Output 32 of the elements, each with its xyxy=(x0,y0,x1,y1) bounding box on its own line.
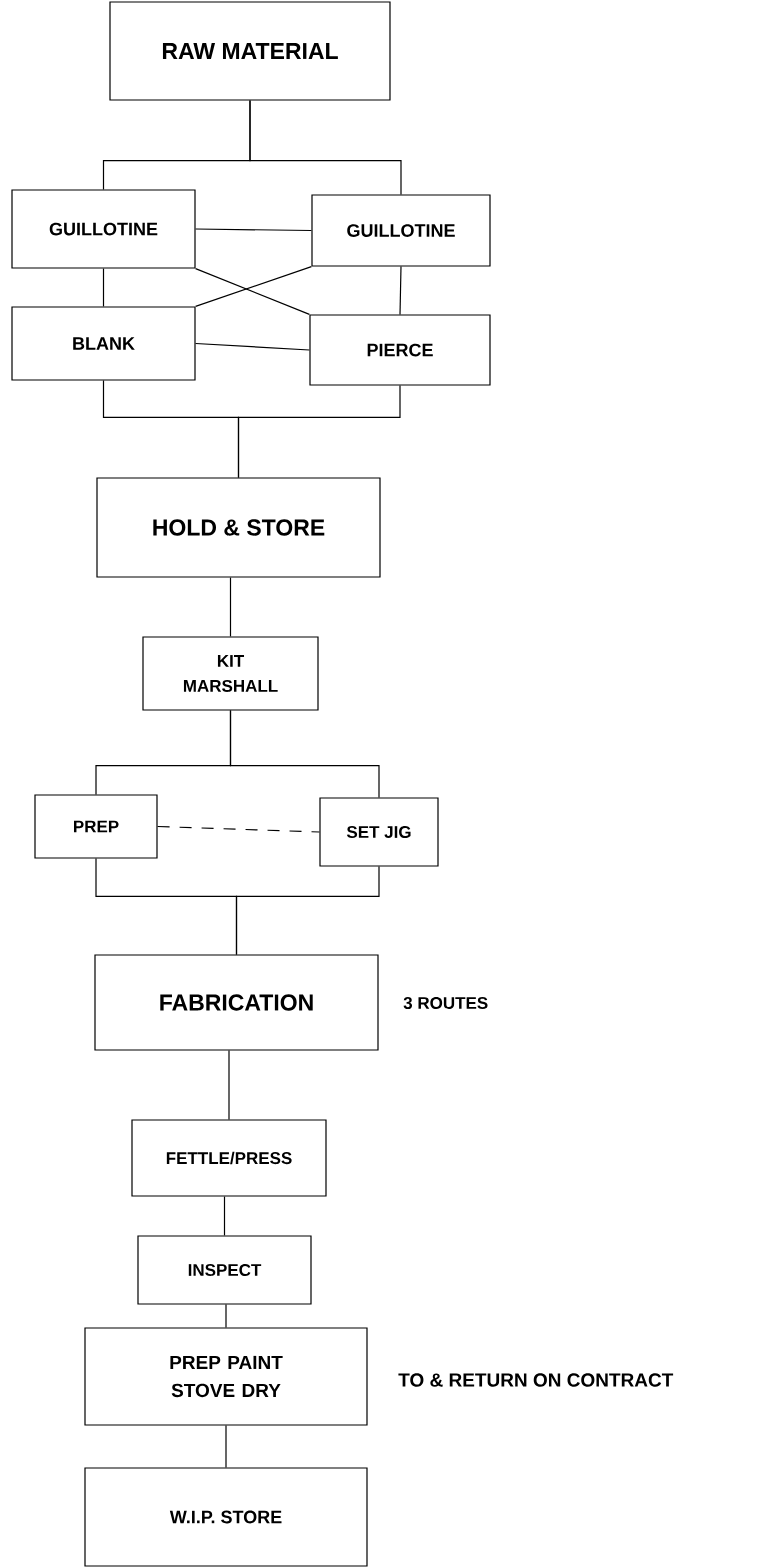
process-box: FABRICATION xyxy=(94,954,379,1051)
connector-line xyxy=(249,100,402,195)
process-box: PREP PAINT STOVE DRY xyxy=(84,1327,368,1426)
connector-line xyxy=(229,577,232,637)
process-box: PREP xyxy=(34,794,158,859)
connector-line xyxy=(225,1304,227,1328)
connector-line xyxy=(102,268,105,307)
connector-line xyxy=(228,1050,230,1120)
process-box: KIT MARSHALL xyxy=(142,636,319,711)
process-box: RAW MATERIAL xyxy=(109,1,391,101)
process-box: BLANK xyxy=(11,306,196,381)
side-note: 3 ROUTES xyxy=(403,997,488,1010)
process-box: FETTLE/PRESS xyxy=(131,1119,327,1197)
connector-line xyxy=(225,1425,227,1468)
process-box: PIERCE xyxy=(309,314,491,386)
process-box: INSPECT xyxy=(137,1235,312,1305)
connector-line xyxy=(195,228,312,232)
connector-line xyxy=(235,866,380,955)
process-box: GUILLOTINE xyxy=(11,189,196,269)
process-box: GUILLOTINE xyxy=(311,194,491,267)
connector-line xyxy=(195,342,310,351)
connector-line xyxy=(229,710,380,798)
connector-line xyxy=(195,268,310,315)
process-box: SET JIG xyxy=(319,797,439,867)
connector-line xyxy=(157,825,320,833)
connector-line xyxy=(195,266,312,307)
side-note: TO & RETURN ON CONTRACT xyxy=(398,1373,674,1387)
process-box: W.I.P. STORE xyxy=(84,1467,368,1567)
connector-line xyxy=(223,1196,226,1236)
connector-line xyxy=(399,266,402,315)
connector-line xyxy=(237,385,401,478)
process-box: HOLD & STORE xyxy=(96,477,381,578)
